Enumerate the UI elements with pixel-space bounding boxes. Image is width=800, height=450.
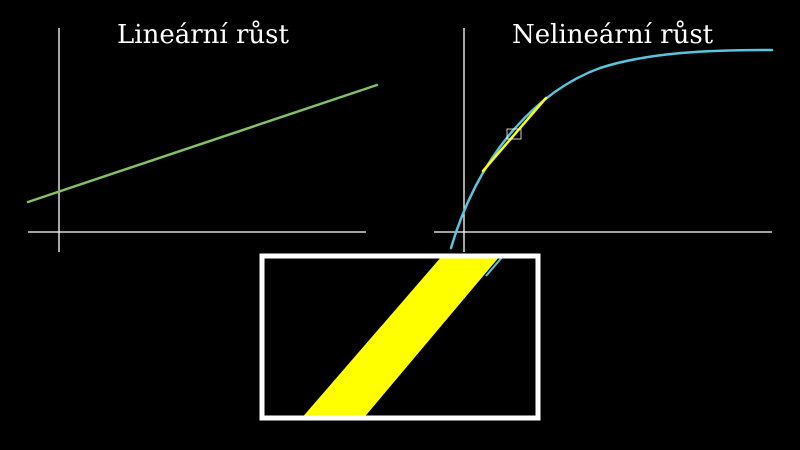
linear-growth-title: Lineární růst <box>117 20 289 50</box>
nonlinear-panel <box>434 28 774 252</box>
zoom-inset <box>259 253 541 421</box>
nonlinear-curve <box>449 48 774 250</box>
linear-panel <box>26 28 379 252</box>
linear-line <box>26 83 379 204</box>
tangent-line <box>481 96 548 173</box>
zoom-marker-box <box>506 128 522 140</box>
zoom-inset-frame <box>259 253 541 421</box>
zoomed-tangent-band <box>301 256 500 418</box>
nonlinear-growth-title: Nelineární růst <box>512 20 714 50</box>
